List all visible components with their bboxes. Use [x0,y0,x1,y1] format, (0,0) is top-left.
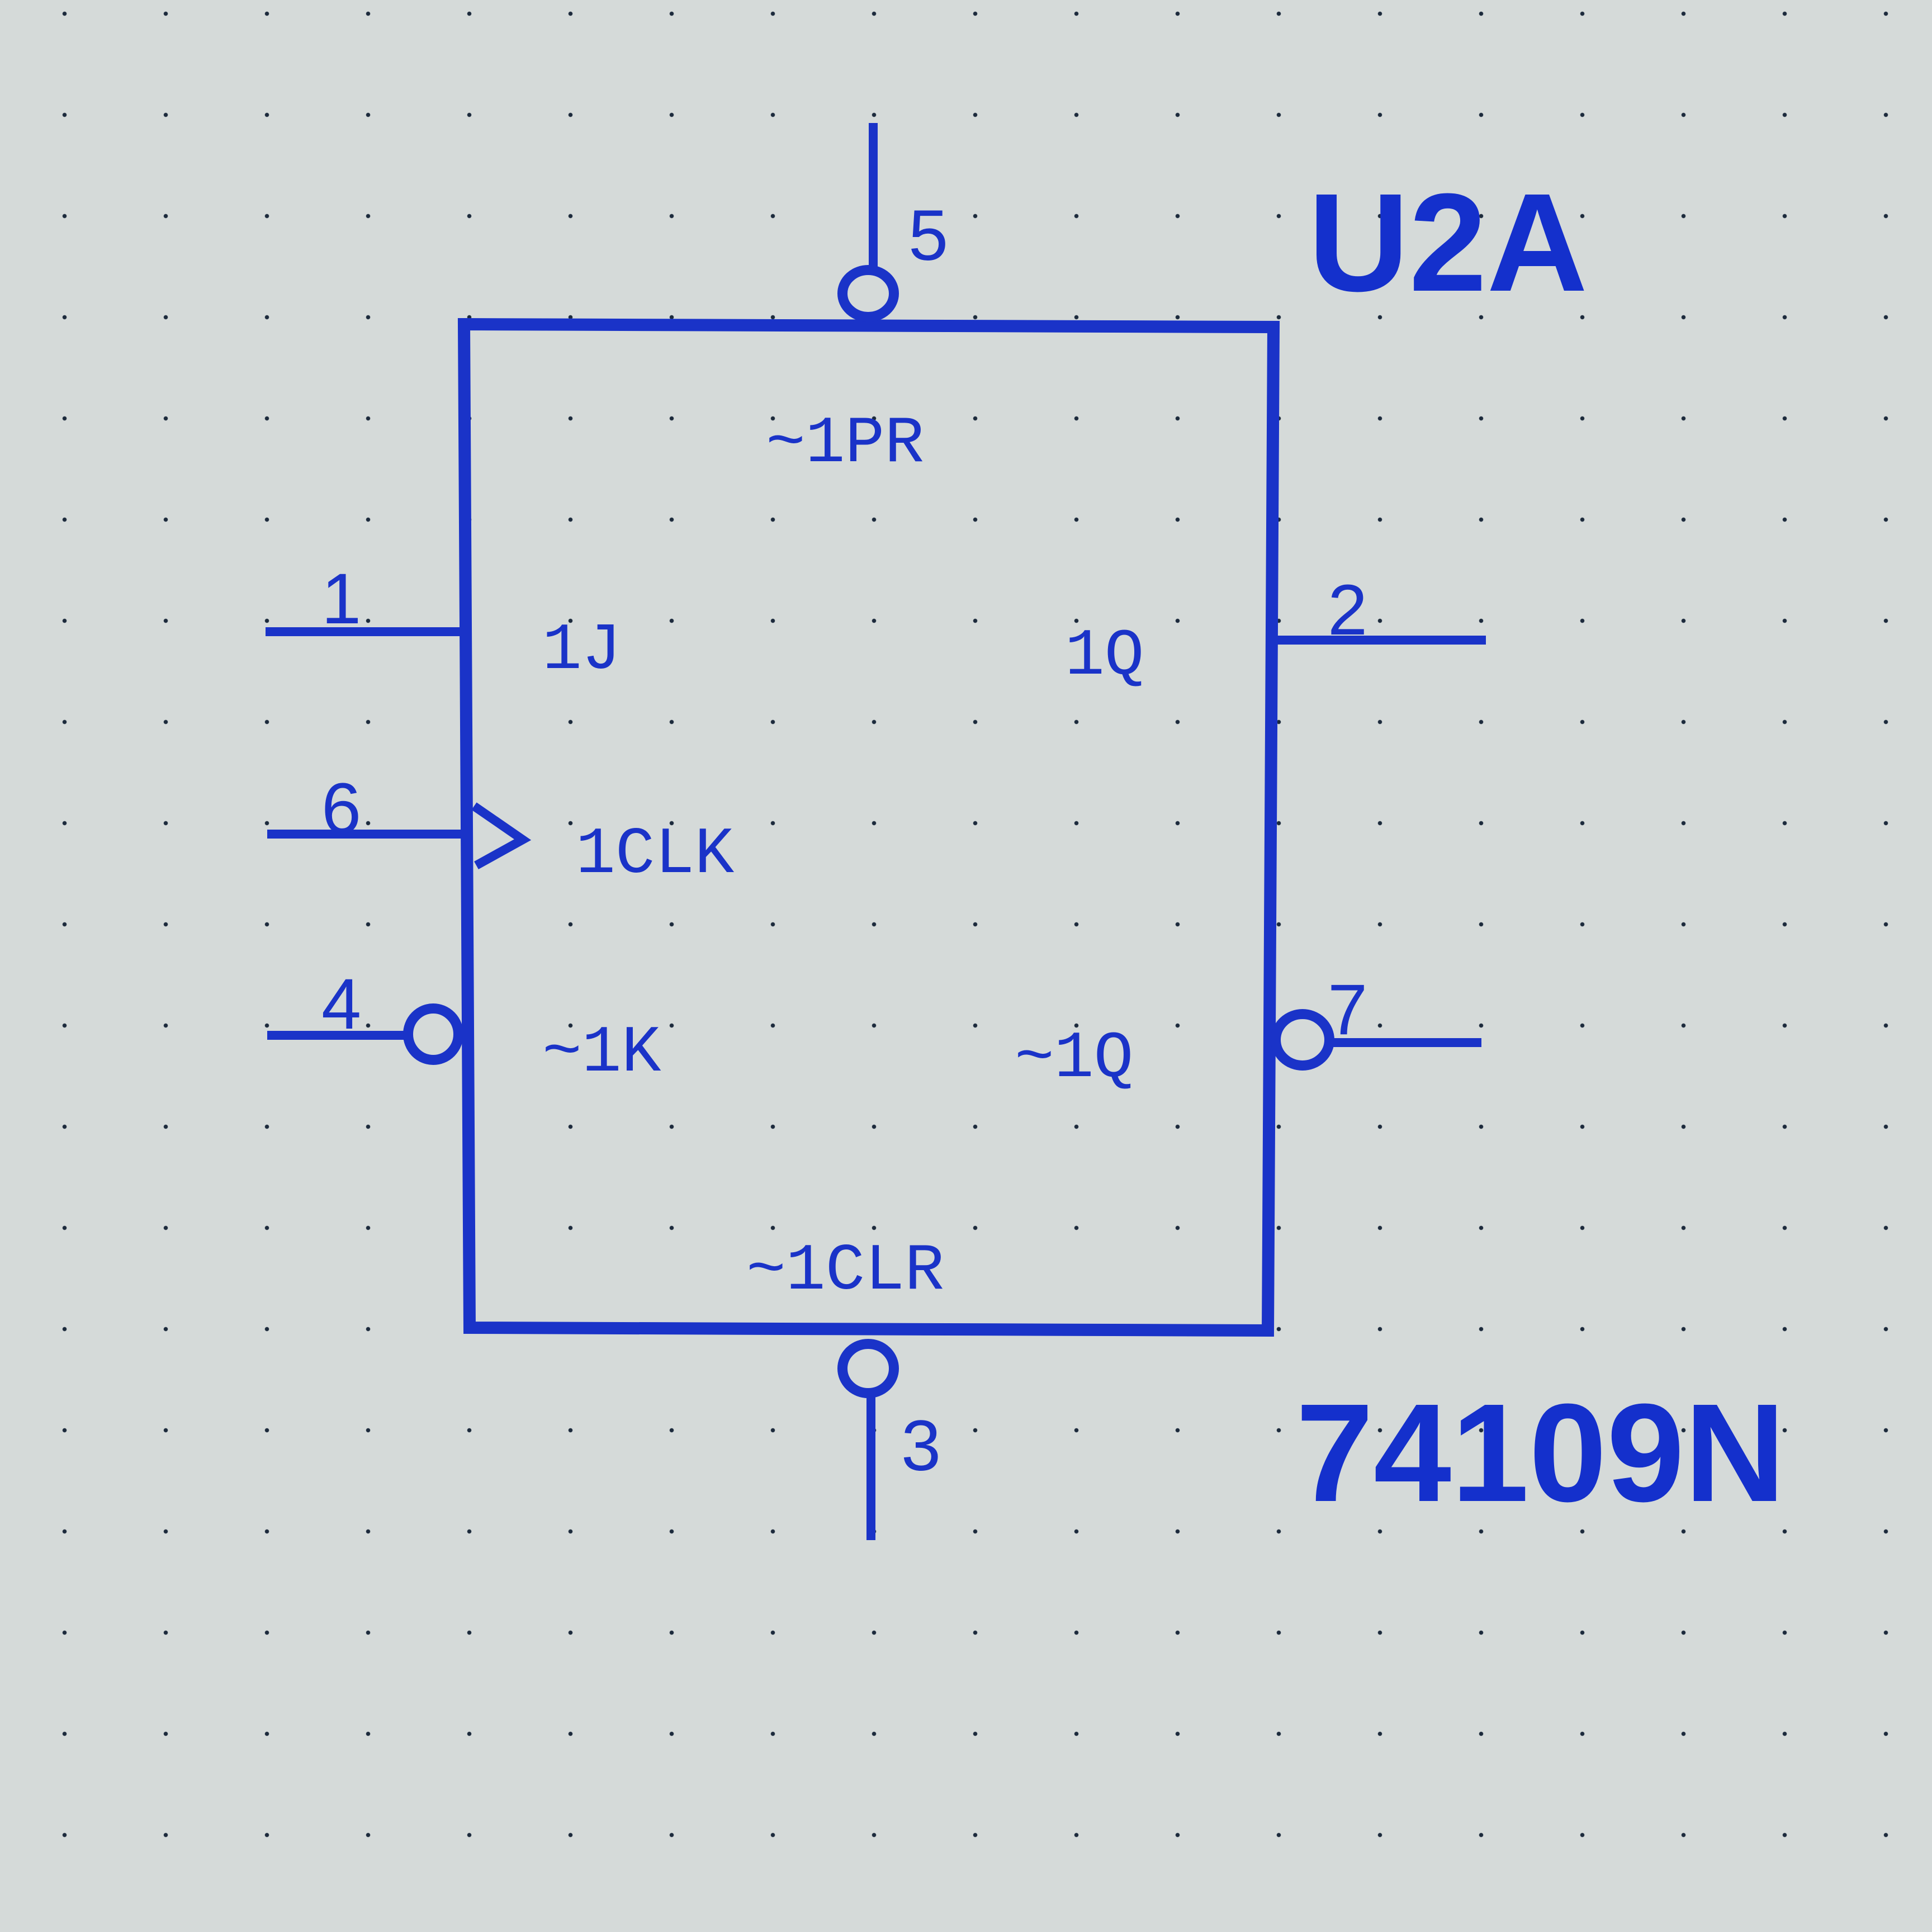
part-number-label[interactable]: 74109N [1296,1375,1786,1531]
preset-inversion-bubble [837,265,899,322]
k-inversion-bubble [403,1003,463,1065]
k-pin-label: ~1K [542,1016,661,1091]
k-pin-number: 4 [321,964,361,1044]
pin-preset[interactable]: 5 ~1PR [766,123,948,481]
component-body[interactable] [457,318,1280,1337]
pin-qbar[interactable]: 7 ~1Q [1015,970,1481,1096]
pin-k[interactable]: 4 ~1K [267,964,661,1091]
pin-clear[interactable]: 3 ~1CLR [746,1234,944,1540]
clear-pin-number: 3 [901,1406,941,1486]
flip-flop-component[interactable]: 5 ~1PR 1 1J 6 1CLK 4 ~1K [266,123,1486,1540]
j-pin-label: 1J [542,614,622,688]
clock-edge-triangle [471,802,532,869]
pin-j[interactable]: 1 1J [266,559,622,688]
qbar-pin-number: 7 [1328,970,1367,1050]
reference-designator[interactable]: U2A [1308,164,1588,320]
clock-pin-number: 6 [321,769,361,849]
preset-pin-label: ~1PR [766,407,924,481]
j-pin-number: 1 [321,559,361,639]
preset-pin-number: 5 [908,196,948,276]
pin-clock[interactable]: 6 1CLK [267,769,734,892]
clear-inversion-bubble [837,1339,899,1398]
clock-pin-label: 1CLK [576,818,734,892]
clear-pin-label: ~1CLR [746,1234,944,1309]
qbar-pin-label: ~1Q [1015,1022,1133,1096]
q-pin-number: 2 [1328,570,1367,650]
q-pin-label: 1Q [1065,619,1144,694]
pin-q[interactable]: 2 1Q [1065,570,1486,694]
qbar-inversion-bubble [1271,1009,1334,1071]
